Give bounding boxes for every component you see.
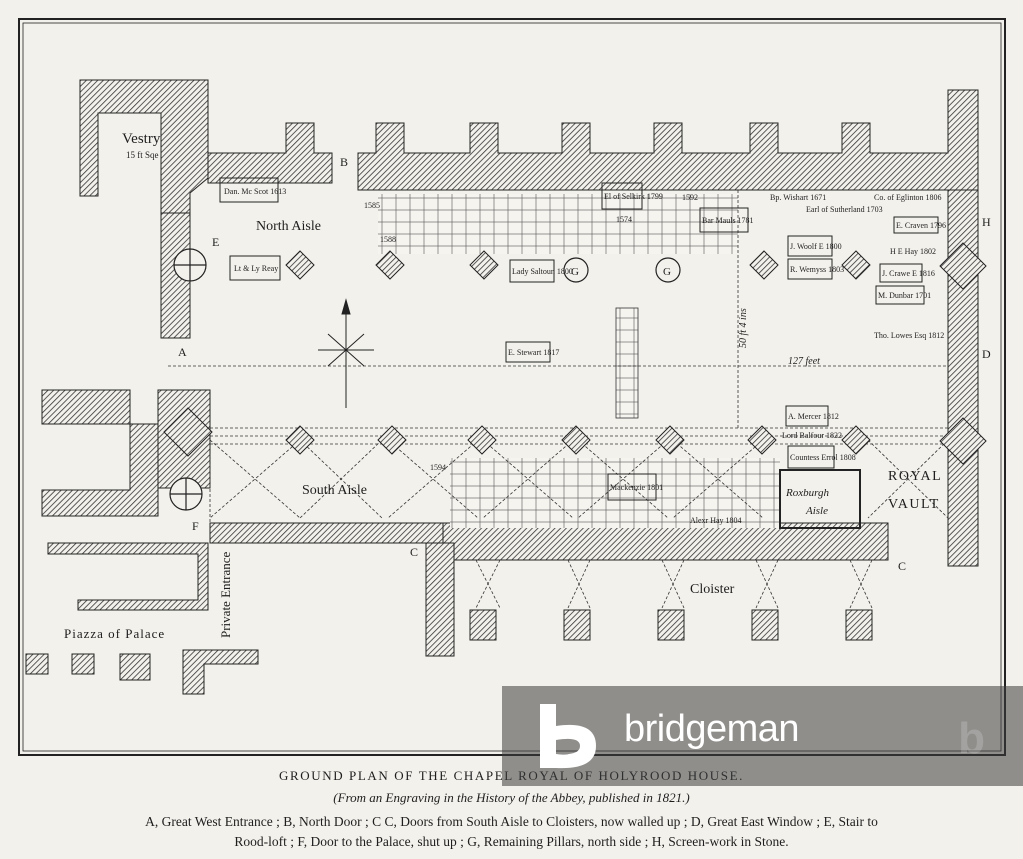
tablet-e-craven: E. Craven 1796 — [896, 221, 946, 230]
nave-lines — [168, 190, 949, 609]
tablet-dan-scot: Dan. Mc Scot 1613 — [224, 187, 286, 196]
letter-g-2: G — [663, 266, 671, 278]
tablet-a-mercer: A. Mercer 1812 — [788, 412, 839, 421]
tablet-boxes — [219, 177, 939, 501]
letter-b: B — [340, 155, 348, 169]
walls — [25, 79, 979, 695]
letter-a: A — [178, 345, 187, 359]
letter-h: H — [982, 215, 991, 229]
paving — [378, 194, 780, 528]
dim-127-label: 127 feet — [788, 356, 820, 367]
pillars — [163, 242, 987, 465]
watermark-ghost-icon: b — [958, 714, 985, 763]
stair-circles — [169, 248, 207, 511]
letter-g-1: G — [571, 266, 579, 278]
tablet-earl-selkirk: El of Selkirk 1799 — [604, 192, 663, 201]
tablet-j-woolf: J. Woolf E 1800 — [790, 242, 842, 251]
vault-label: VAULT — [888, 497, 940, 512]
aisle-label: Aisle — [805, 505, 828, 517]
roxburgh-aisle-enclosure — [779, 469, 861, 529]
letter-e: E — [212, 235, 219, 249]
tablet-co-eglinton: Co. of Eglinton 1806 — [874, 193, 942, 202]
vestry-size-label: 15 ft Sqe — [126, 150, 159, 160]
private-entrance-label: Private Entrance — [218, 552, 233, 638]
bridgeman-logo-icon — [540, 704, 596, 769]
tablet-1588: 1588 — [380, 235, 396, 244]
letter-c-2: C — [898, 559, 906, 573]
ground-plan-frame: Vestry 15 ft Sqe North Aisle South Aisle… — [18, 18, 1006, 756]
tablet-earl-sutherland: Earl of Sutherland 1703 — [806, 205, 883, 214]
caption-key-line-2: Rood-loft ; F, Door to the Palace, shut … — [234, 834, 789, 849]
caption-subtitle: (From an Engraving in the History of the… — [333, 790, 690, 805]
letter-c-1: C — [410, 545, 418, 559]
watermark-banner: bridgeman b — [502, 686, 1023, 786]
north-aisle-label: North Aisle — [256, 219, 321, 234]
tablet-m-dunbar: M. Dunbar 1701 — [878, 291, 931, 300]
piazza-label: Piazza of Palace — [64, 626, 165, 641]
tablet-r-ewart: R. Wemyss 1803 — [790, 265, 844, 274]
roxburgh-label: Roxburgh — [785, 487, 829, 499]
cloister-label: Cloister — [690, 582, 735, 597]
caption-key-line-1: A, Great West Entrance ; B, North Door ;… — [145, 814, 878, 829]
tablet-j-crawe: J. Crawe E 1816 — [882, 269, 935, 278]
tablet-1594: 1594 — [430, 463, 446, 472]
tablet-lady-saltoun: Lady Saltoun 1800 — [512, 267, 573, 276]
dim-50-label: 50 ft 4 ins — [738, 308, 749, 348]
letter-d: D — [982, 347, 991, 361]
caption-key: A, Great West Entrance ; B, North Door ;… — [20, 812, 1003, 852]
tablet-tho-lowes: Tho. Lowes Esq 1812 — [874, 331, 944, 340]
tablet-lt-ly-reay: Lt & Ly Reay — [234, 264, 278, 273]
watermark-text: bridgeman — [624, 708, 800, 750]
tablet-alex-hay: Alexr Hay 1804 — [690, 516, 742, 525]
royal-label: ROYAL — [888, 469, 942, 484]
tablet-h-e-hay: H E Hay 1802 — [890, 247, 936, 256]
plan-labels: Vestry 15 ft Sqe North Aisle South Aisle… — [64, 131, 991, 641]
g-pillars — [563, 257, 681, 283]
ground-plan-drawing: Vestry 15 ft Sqe North Aisle South Aisle… — [18, 18, 1006, 756]
south-aisle-label: South Aisle — [302, 483, 367, 498]
tablet-lord-balfour: Lord Balfour 1822 — [782, 431, 842, 440]
vestry-label: Vestry — [122, 131, 161, 147]
tablet-mackenzie: Mackenzie 1801 — [610, 483, 663, 492]
tablet-countess-errol: Countess Errol 1808 — [790, 453, 856, 462]
tablet-1574: 1574 — [616, 215, 632, 224]
letter-f: F — [192, 519, 199, 533]
compass-icon — [318, 298, 374, 408]
tablet-1585: 1585 — [364, 201, 380, 210]
tablet-bar-mauls: Bar Mauls 1781 — [702, 216, 754, 225]
tablet-1592: 1592 — [682, 193, 698, 202]
tablet-e-stewart: E. Stewart 1817 — [508, 348, 559, 357]
tablet-bp-wishart: Bp. Wishart 1671 — [770, 193, 826, 202]
